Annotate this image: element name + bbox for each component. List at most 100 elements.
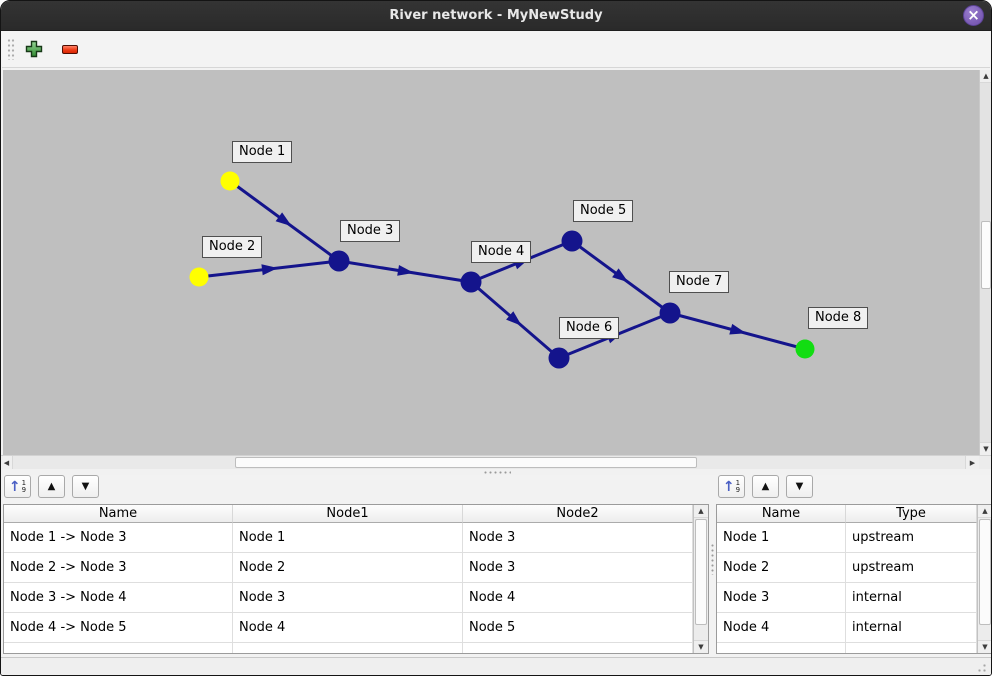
scroll-right-button[interactable]: ▶ [965,456,979,469]
vertical-pane-splitter[interactable] [709,475,715,657]
horizontal-scrollbar-thumb[interactable] [235,457,697,468]
scroll-down-button[interactable]: ▼ [694,640,708,653]
nodes-table-scrollbar[interactable]: ▲ ▼ [977,505,991,653]
flow-direction-arrow-icon [275,212,292,227]
table-cell[interactable]: internal [846,613,977,643]
table-cell[interactable]: Node 1 [717,523,846,553]
table-cell[interactable]: Node 3 [463,523,693,553]
node-downstream[interactable] [795,339,815,359]
table-cell[interactable]: Node 4 -> Node 5 [4,613,233,643]
node-upstream[interactable] [220,171,240,191]
node-label[interactable]: Node 4 [471,241,532,263]
move-up-button[interactable]: ▲ [752,475,779,498]
canvas-horizontal-scrollbar[interactable]: ◀ ▶ [1,455,979,469]
resize-grip-icon[interactable] [974,660,987,673]
table-cell[interactable]: upstream [846,553,977,583]
scroll-up-button[interactable]: ▲ [978,505,991,518]
scroll-up-button[interactable]: ▲ [980,70,991,83]
node-label[interactable]: Node 7 [669,271,730,293]
arrow-right-icon: ▶ [969,458,976,467]
column-header[interactable]: Name [4,505,233,523]
table-cell[interactable]: Node 1 -> Node 3 [4,523,233,553]
down-arrow-icon: ▼ [795,480,804,492]
scroll-left-button[interactable]: ◀ [1,456,13,469]
table-cell[interactable]: internal [846,583,977,613]
node-label[interactable]: Node 2 [202,236,263,258]
status-bar [1,657,991,675]
column-header[interactable]: Node1 [233,505,463,523]
arrow-down-icon: ▼ [698,643,704,651]
river-network-canvas[interactable]: Node 1 Node 2 Node 3 Node 4 Node 5 Node 6 Node… [3,70,979,455]
add-node-button[interactable] [24,39,44,59]
node-internal[interactable] [659,302,681,324]
table-cell[interactable]: Node 5 [463,613,693,643]
move-down-button[interactable]: ▼ [72,475,99,498]
node-upstream[interactable] [189,267,209,287]
close-button[interactable]: × [963,5,984,26]
node-label[interactable]: Node 6 [559,317,620,339]
move-up-button[interactable]: ▲ [38,475,65,498]
titlebar[interactable]: River network - MyNewStudy × [1,1,991,31]
canvas-vertical-scrollbar[interactable]: ▲ ▼ [979,70,991,455]
flow-direction-arrow-icon [397,265,414,276]
arrow-left-icon: ◀ [3,458,10,467]
remove-node-button[interactable] [60,39,80,59]
table-cell[interactable]: Node 2 [233,553,463,583]
table-cell[interactable]: Node 3 [233,583,463,613]
node-internal[interactable] [548,347,570,369]
column-header[interactable]: Name [717,505,846,523]
table-row-partial [717,643,977,653]
table-cell[interactable]: Node 4 [463,583,693,613]
table-cell[interactable]: Node 1 [233,523,463,553]
table-cell[interactable]: Node 2 -> Node 3 [4,553,233,583]
table-cell[interactable]: Node 3 -> Node 4 [4,583,233,613]
arrow-up-icon: ▲ [698,507,704,515]
node-internal[interactable] [460,271,482,293]
node-label[interactable]: Node 5 [573,200,634,222]
node-internal[interactable] [328,250,350,272]
table-cell[interactable]: upstream [846,523,977,553]
scroll-down-button[interactable]: ▼ [978,640,991,653]
column-header[interactable]: Type [846,505,977,523]
splitter-grip-icon [483,470,511,474]
vertical-scrollbar-thumb[interactable] [981,221,991,289]
node-label[interactable]: Node 3 [340,220,401,242]
table-cell [233,643,463,653]
table-cell[interactable]: Node 2 [717,553,846,583]
column-header[interactable]: Node2 [463,505,693,523]
node-internal[interactable] [561,230,583,252]
scrollbar-corner [979,455,991,469]
node-label[interactable]: Node 1 [232,141,293,163]
scroll-down-button[interactable]: ▼ [980,442,991,455]
table-cell[interactable]: Node 4 [717,613,846,643]
scrollbar-thumb[interactable] [979,519,991,625]
table-cell[interactable]: Node 3 [463,553,693,583]
scrollbar-thumb[interactable] [695,519,707,625]
move-down-button[interactable]: ▼ [786,475,813,498]
table-cell [4,643,233,653]
table-cell[interactable]: Node 4 [233,613,463,643]
toolbar-drag-handle-icon[interactable] [7,38,15,60]
node-label[interactable]: Node 8 [808,307,869,329]
flow-direction-arrow-icon [261,264,278,276]
arrow-down-icon: ▼ [983,445,989,453]
table-cell[interactable]: Node 3 [717,583,846,613]
horizontal-pane-splitter[interactable] [1,469,991,475]
scroll-up-button[interactable]: ▲ [694,505,708,518]
links-table-scrollbar[interactable]: ▲ ▼ [693,505,708,653]
